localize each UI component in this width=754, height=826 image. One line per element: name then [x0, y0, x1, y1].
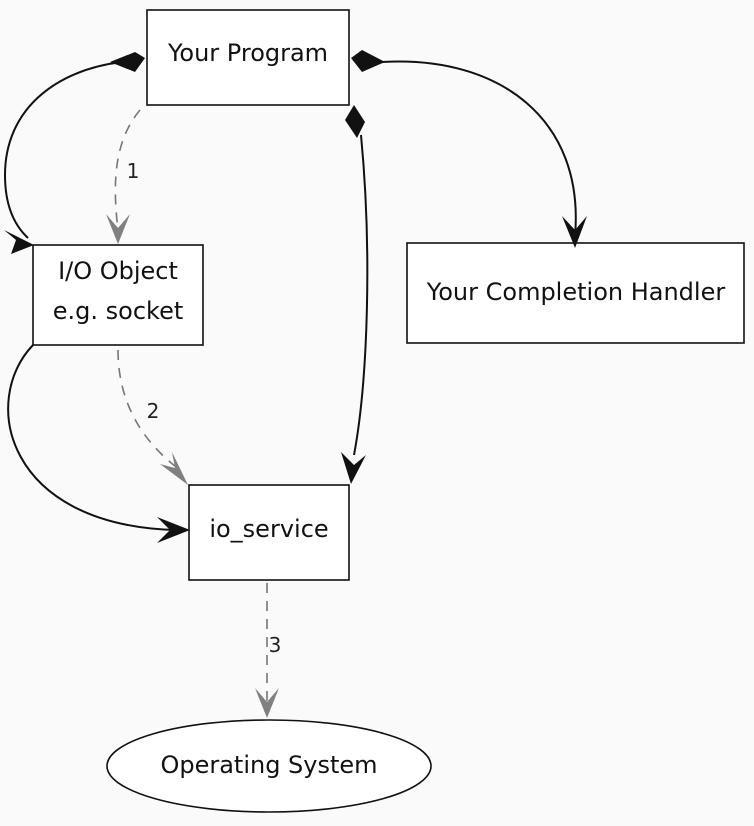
edge-program-to-io-service — [353, 134, 369, 456]
io-object-label-line1: I/O Object — [58, 257, 178, 285]
io-service-label: io_service — [209, 515, 328, 543]
dashed-edge-step-1 — [114, 109, 141, 231]
program-label: Your Program — [167, 39, 328, 67]
step-3-label: 3 — [269, 633, 282, 657]
step-2-label: 2 — [147, 399, 160, 423]
step-1-label: 1 — [127, 159, 140, 183]
program-node — [146, 9, 350, 106]
io-object-node — [32, 244, 204, 346]
arrowhead-step-2 — [160, 452, 188, 485]
arrowhead-io-service-left — [157, 517, 190, 543]
edge-program-to-io-object — [3, 61, 123, 239]
arrowhead-step-1 — [106, 214, 130, 244]
aggregation-diamond-right — [351, 50, 385, 72]
aggregation-diamond-middle — [345, 105, 365, 138]
io-object-label-line2: e.g. socket — [53, 297, 184, 325]
io-service-node — [188, 484, 350, 581]
operating-system-node — [106, 719, 432, 813]
arrowhead-step-3 — [255, 688, 279, 718]
edge-io-object-to-io-service — [7, 344, 176, 531]
arrowhead-io-object — [4, 230, 34, 254]
completion-handler-label: Your Completion Handler — [426, 278, 726, 306]
edge-program-to-completion-handler — [381, 60, 577, 237]
operating-system-label: Operating System — [160, 751, 377, 779]
arrowhead-io-service-top — [341, 452, 366, 484]
aggregation-diamond-left — [110, 52, 145, 72]
arrowhead-completion-handler — [562, 216, 587, 248]
